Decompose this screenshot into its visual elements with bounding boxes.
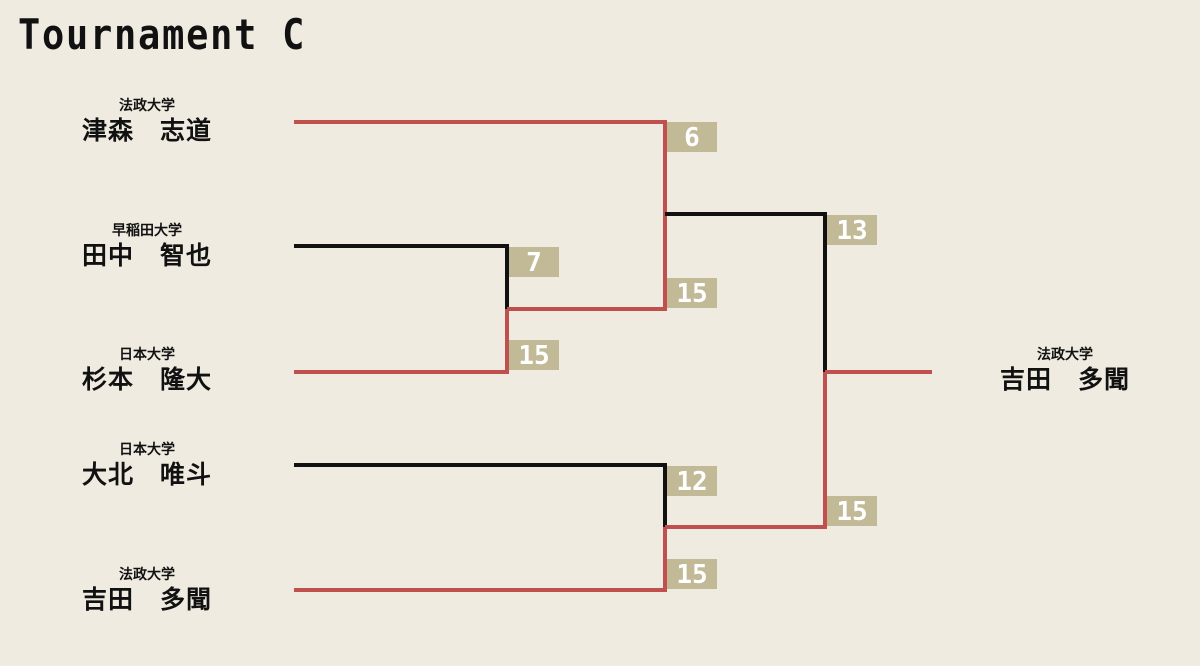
score-label: 15 — [518, 341, 549, 371]
score-label: 6 — [684, 123, 700, 153]
bracket-line-yoshida — [294, 527, 667, 592]
bracket-line-yoshida-final — [665, 372, 827, 529]
bracket-line-sugimoto — [294, 309, 509, 374]
player-university: 日本大学 — [119, 442, 175, 458]
player-university: 日本大学 — [119, 347, 175, 363]
champion-name: 吉田 多聞 — [999, 365, 1130, 394]
bracket-line-sugimoto-r2 — [507, 214, 667, 311]
score-label: 15 — [676, 279, 707, 309]
page-title: Tournament C — [18, 10, 307, 59]
score-label: 15 — [836, 497, 867, 527]
score-label: 12 — [676, 467, 707, 497]
player-university: 法政大学 — [119, 567, 175, 583]
player-name: 大北 唯斗 — [81, 460, 212, 489]
champion-university: 法政大学 — [1037, 347, 1093, 363]
player-university: 法政大学 — [119, 98, 175, 114]
score-box-tanaka: 7 — [509, 247, 559, 278]
score-box-sugimoto: 15 — [509, 340, 559, 371]
score-box-yoshida-final: 15 — [827, 496, 877, 527]
bracket-line-tanaka — [294, 244, 509, 309]
score-box-sugimoto-r2: 15 — [667, 278, 717, 309]
player-name: 杉本 隆大 — [81, 365, 212, 394]
bracket-line-tsumori — [294, 120, 667, 214]
player-entry-5[interactable]: 法政大学 吉田 多聞 — [62, 566, 232, 616]
player-entry-4[interactable]: 日本大学 大北 唯斗 — [62, 441, 232, 491]
player-name: 吉田 多聞 — [81, 585, 212, 614]
player-entry-2[interactable]: 早稲田大学 田中 智也 — [62, 222, 232, 272]
bracket-line-okita — [294, 463, 667, 527]
score-box-okita: 12 — [667, 466, 717, 497]
score-box-tsumori: 6 — [667, 122, 717, 153]
player-university: 早稲田大学 — [112, 223, 182, 239]
champion-entry[interactable]: 法政大学 吉田 多聞 — [980, 346, 1150, 396]
score-label: 13 — [836, 216, 867, 246]
score-label: 7 — [526, 248, 542, 278]
score-label: 15 — [676, 560, 707, 590]
player-name: 田中 智也 — [81, 241, 212, 270]
player-entry-1[interactable]: 法政大学 津森 志道 — [62, 97, 232, 147]
score-box-sugimoto-final: 13 — [827, 215, 877, 246]
score-box-yoshida: 15 — [667, 559, 717, 590]
player-entry-3[interactable]: 日本大学 杉本 隆大 — [62, 346, 232, 396]
bracket-line-sugimoto-final — [665, 212, 827, 372]
player-name: 津森 志道 — [81, 116, 212, 145]
